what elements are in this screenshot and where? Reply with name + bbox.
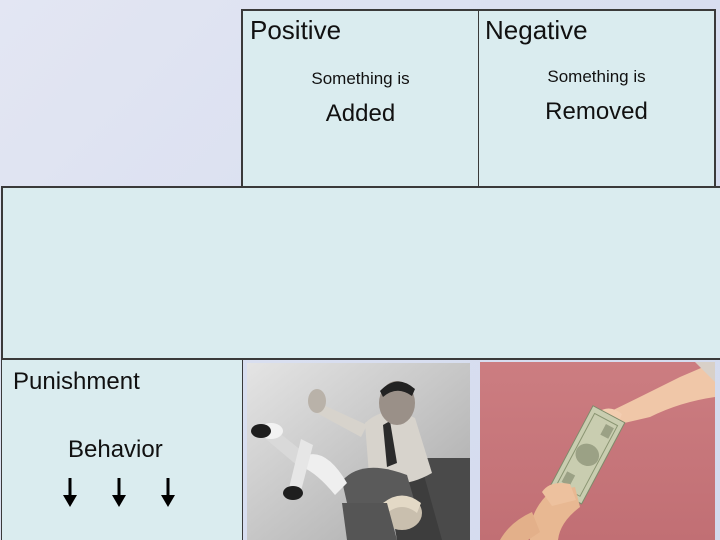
negative-subtitle: Something is	[547, 67, 646, 86]
money-illustration	[480, 362, 715, 540]
spanking-illustration	[247, 363, 470, 540]
negative-header-cell: Negative Something is Removed	[478, 9, 716, 187]
down-arrow-icon	[112, 478, 126, 507]
down-arrow-icon	[63, 478, 77, 507]
negative-title: Negative	[485, 15, 588, 45]
positive-header-cell: Positive Something is Added	[241, 9, 479, 187]
down-arrow-icon	[161, 478, 175, 507]
positive-title: Positive	[250, 15, 342, 45]
positive-subtitle: Something is	[311, 69, 410, 88]
money-taken-photo	[480, 362, 715, 540]
punishment-label: Punishment	[13, 368, 140, 395]
negative-effect: Removed	[545, 98, 648, 125]
positive-effect: Added	[325, 100, 396, 127]
empty-middle-row	[1, 186, 720, 360]
punishment-cell: Punishment Behavior	[1, 360, 243, 540]
behavior-label: Behavior	[68, 436, 163, 463]
spanking-photo	[247, 363, 470, 540]
